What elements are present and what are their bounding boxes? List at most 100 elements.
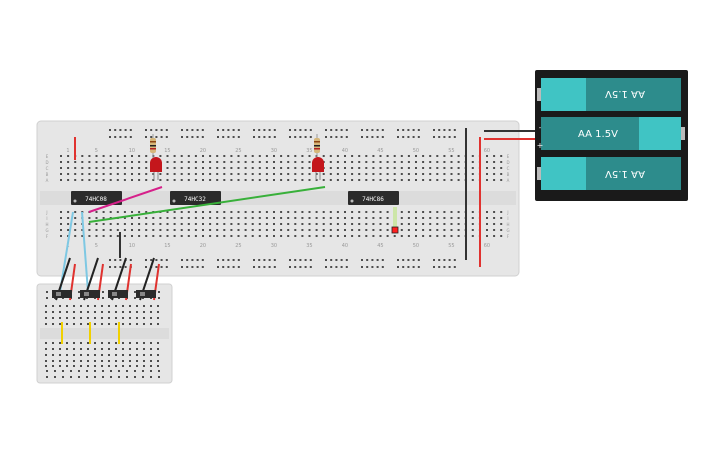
led-1[interactable] [150,157,162,180]
terminal-hole [187,173,190,175]
slide-switch-3[interactable] [108,290,128,298]
rail-hole [371,266,374,268]
terminal-hole [131,167,133,169]
battery-pack[interactable]: AA 1.5V AA 1.5V AA 1.5V - + [535,70,688,201]
rail-hole [232,259,235,261]
rail-hole [335,129,338,131]
rail-hole [201,259,204,261]
terminal-hole [88,217,91,219]
slide-switch-1[interactable] [52,290,72,298]
terminal-hole [258,229,261,231]
terminal-hole [131,217,133,219]
chip-label: 74HC08 [85,196,107,203]
terminal-hole [67,179,70,181]
terminal-hole [230,235,233,237]
terminal-hole [73,360,75,362]
terminal-hole [95,161,98,163]
terminal-hole [59,360,61,362]
terminal-hole [187,217,190,219]
terminal-hole [59,348,61,350]
terminal-hole [407,229,410,231]
terminal-hole [80,342,82,344]
terminal-hole [67,229,70,231]
rail-hole [397,259,399,261]
terminal-hole [166,173,169,175]
terminal-hole [301,155,304,157]
rail-hole [309,136,312,138]
rail-hole [109,129,111,131]
terminal-hole [88,155,91,157]
slide-switch-4[interactable] [136,290,156,298]
chip-74hc86[interactable]: 74HC86 [348,191,399,205]
rail-hole [145,259,147,261]
terminal-hole [457,223,460,225]
terminal-hole [486,167,488,169]
rail-hole [325,136,327,138]
terminal-hole [322,235,325,237]
terminal-hole [194,229,197,231]
terminal-hole [258,155,261,157]
terminal-hole [457,229,460,231]
terminal-hole [287,173,290,175]
terminal-hole [280,235,283,237]
rail-hole [191,259,194,261]
terminal-hole [365,173,368,175]
column-number-bottom: 20 [200,243,206,249]
chip-74hc08[interactable]: 74HC08 [71,191,122,205]
terminal-hole [230,229,233,231]
terminal-hole [187,155,190,157]
rail-hole [366,266,369,268]
chip-label: 74HC32 [184,196,206,203]
rail-hole [186,266,189,268]
terminal-hole [457,161,460,163]
terminal-hole [150,342,152,344]
column-number-bottom: 25 [235,243,241,249]
terminal-hole [244,235,247,237]
row-letter-left: H [45,222,48,227]
terminal-hole [159,173,162,175]
rail-hole [258,259,261,261]
terminal-hole [351,229,354,231]
terminal-hole [59,323,61,325]
terminal-hole [136,311,138,313]
terminal-hole [209,173,212,175]
resistor-1[interactable] [150,134,156,158]
terminal-hole [87,305,89,307]
terminal-hole [237,229,240,231]
terminal-hole [429,223,432,225]
row-letter-left: B [46,172,49,177]
terminal-hole [150,323,152,325]
column-number-bottom: 15 [164,243,170,249]
rail-hole [376,136,379,138]
terminal-hole [365,167,368,169]
rail-hole [263,129,266,131]
terminal-hole [209,223,212,225]
terminal-hole [145,155,148,157]
led-2[interactable] [312,157,324,180]
terminal-hole [138,155,141,157]
terminal-hole [166,217,169,219]
terminal-hole [115,311,117,313]
terminal-hole [386,155,389,157]
rail-hole [366,259,369,261]
terminal-hole [73,342,75,344]
resistor-2[interactable] [314,134,320,158]
led-3-small[interactable] [391,207,399,234]
terminal-hole [60,161,62,163]
terminal-hole [115,348,117,350]
terminal-hole [308,217,311,219]
terminal-hole [415,173,417,175]
rail-hole [237,259,240,261]
terminal-hole [108,348,110,350]
terminal-hole [351,167,354,169]
column-number-top: 60 [484,148,490,154]
terminal-hole [73,354,75,356]
chip-74hc32[interactable]: 74HC32 [170,191,221,205]
terminal-hole [280,161,283,163]
terminal-hole [301,235,304,237]
rail-hole [402,136,405,138]
slide-switch-2[interactable] [80,290,100,298]
terminal-hole [301,161,304,163]
terminal-hole [358,217,361,219]
terminal-hole [358,167,361,169]
